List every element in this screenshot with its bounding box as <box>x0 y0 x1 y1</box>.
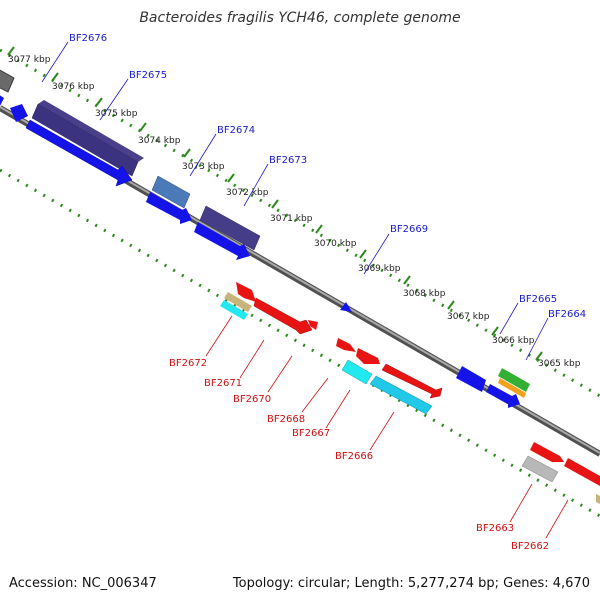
kbp-label: 3072 kbp <box>226 188 269 198</box>
kbp-label: 3067 kbp <box>447 312 490 322</box>
kbp-label: 3076 kbp <box>52 82 95 92</box>
kbp-label: 3065 kbp <box>538 359 581 369</box>
forward-genes <box>0 68 530 408</box>
reverse-genes <box>220 282 600 504</box>
gene-label[interactable]: BF2675 <box>129 70 167 81</box>
gene-label[interactable]: BF2667 <box>292 428 330 439</box>
genome-summary-text: Topology: circular; Length: 5,277,274 bp… <box>232 576 590 591</box>
gene-block-cyan[interactable] <box>341 359 373 385</box>
gene-label[interactable]: BF2676 <box>69 33 107 44</box>
gene-block-purple[interactable] <box>199 205 261 251</box>
gene-block-cyan[interactable] <box>220 300 248 320</box>
gene-arrow[interactable] <box>10 104 28 122</box>
accession-text: Accession: NC_006347 <box>9 576 157 591</box>
gene-arrow[interactable] <box>308 320 318 330</box>
gene-arrow[interactable] <box>146 192 192 224</box>
gene-arrow-small[interactable] <box>340 302 352 312</box>
gene-arrow[interactable] <box>356 348 380 364</box>
gene-label[interactable]: BF2665 <box>519 294 557 305</box>
kbp-label: 3070 kbp <box>314 239 357 249</box>
gene-arrow[interactable] <box>194 222 250 260</box>
kbp-label: 3073 kbp <box>182 162 225 172</box>
gene-arrow[interactable] <box>530 442 564 462</box>
kbp-ticks: 3077 kbp 3076 kbp 3075 kbp 3074 kbp 3073… <box>7 46 581 369</box>
top-gene-labels: BF2676 BF2675 BF2674 BF2673 BF2669 BF266… <box>69 33 586 320</box>
gene-block-cyan[interactable] <box>369 375 433 415</box>
gene-block-orange[interactable] <box>498 378 526 398</box>
gene-label[interactable]: BF2669 <box>390 224 428 235</box>
gene-block-tan[interactable] <box>596 494 600 504</box>
kbp-label: 3075 kbp <box>95 109 138 119</box>
gene-label[interactable]: BF2670 <box>233 394 271 405</box>
gene-label[interactable]: BF2662 <box>511 541 549 552</box>
gene-arrow-long[interactable] <box>253 297 313 335</box>
gene-arrow-long[interactable] <box>25 119 133 187</box>
gene-arrow[interactable] <box>0 94 4 106</box>
gene-block-red[interactable] <box>564 458 600 486</box>
gene-label[interactable]: BF2672 <box>169 358 207 369</box>
gene-label[interactable]: BF2666 <box>335 451 373 462</box>
gene-arrow[interactable] <box>456 366 486 392</box>
gene-block-tan[interactable] <box>224 292 252 312</box>
kbp-label: 3071 kbp <box>270 214 313 224</box>
gene-label[interactable]: BF2664 <box>548 309 586 320</box>
gene-label[interactable]: BF2673 <box>269 155 307 166</box>
kbp-label: 3074 kbp <box>138 136 181 146</box>
gene-arrow[interactable] <box>486 384 520 408</box>
gene-arrow[interactable] <box>236 282 256 302</box>
gene-block-grey[interactable] <box>0 68 15 93</box>
gene-block-grey[interactable] <box>521 455 559 483</box>
gene-block-green[interactable] <box>498 368 530 392</box>
map-title: Bacteroides fragilis YCH46, complete gen… <box>139 10 460 26</box>
top-label-leaders <box>41 41 549 361</box>
kbp-label: 3069 kbp <box>358 264 401 274</box>
gene-block-purple[interactable] <box>31 103 139 177</box>
bottom-label-leaders <box>205 315 569 539</box>
gene-label[interactable]: BF2668 <box>267 414 305 425</box>
gene-arrow-long[interactable] <box>381 363 443 399</box>
gene-label[interactable]: BF2663 <box>476 523 514 534</box>
gene-arrow[interactable] <box>336 338 356 352</box>
gene-label[interactable]: BF2674 <box>217 125 255 136</box>
bottom-gene-labels: BF2672 BF2671 BF2670 BF2668 BF2667 BF266… <box>169 358 549 552</box>
gene-block-steelblue[interactable] <box>151 175 191 209</box>
kbp-label: 3068 kbp <box>403 289 446 299</box>
kbp-label: 3066 kbp <box>492 336 535 346</box>
gene-label[interactable]: BF2671 <box>204 378 242 389</box>
kbp-label: 3077 kbp <box>8 55 51 65</box>
